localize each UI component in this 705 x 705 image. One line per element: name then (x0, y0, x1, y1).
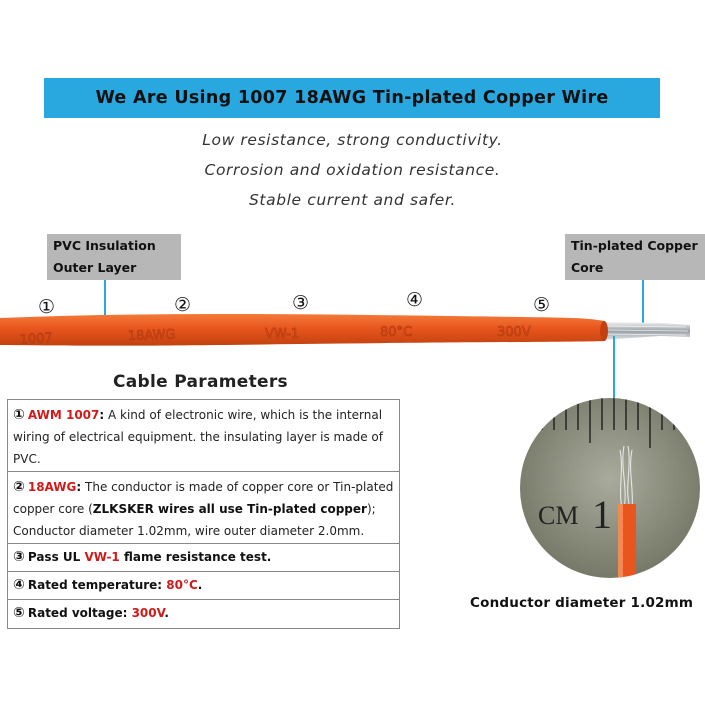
param-text-end: ); Conductor diameter 1.02mm, wire outer… (13, 502, 376, 538)
param-num: ④ (13, 577, 25, 593)
param-key: 300V (131, 606, 165, 620)
label-copper-core: Tin-plated Copper Core (565, 234, 705, 280)
cable-parameters-title: Cable Parameters (113, 372, 288, 392)
ruler-unit-label: CM (538, 501, 578, 530)
param-key: 18AWG (27, 480, 77, 494)
leader-line-core (642, 280, 644, 324)
param-key: AWM 1007 (27, 408, 100, 422)
param-post: . (197, 578, 203, 592)
param-key: 80°C (166, 578, 198, 592)
title-banner: We Are Using 1007 18AWG Tin-plated Coppe… (44, 78, 660, 118)
tagline-corrosion: Corrosion and oxidation resistance. (204, 161, 501, 179)
param-key: VW-1 (84, 550, 120, 564)
wire-print-1007: 1007 (19, 331, 53, 348)
label-pvc-line2: Outer Layer (53, 260, 137, 275)
tagline-safety: Stable current and safer. (248, 191, 456, 209)
label-pvc-line1: PVC Insulation (53, 238, 156, 253)
wire-illustration: 1007 18AWG VW-1 80°C 300V (0, 314, 690, 348)
wire-print-awg: 18AWG (128, 327, 176, 344)
param-post: flame resistance test. (119, 550, 272, 564)
wire-cut-end (600, 321, 608, 341)
marker-2: ② (174, 294, 192, 316)
leader-line-photo (613, 336, 615, 398)
conductor-diameter-caption: Conductor diameter 1.02mm (470, 595, 694, 611)
wire-print-vw1: VW-1 (265, 327, 299, 342)
param-num: ③ (13, 549, 25, 565)
param-sep: : (76, 480, 82, 494)
param-pre: Rated temperature: (27, 578, 167, 592)
param-num: ② (13, 479, 25, 495)
wire-print-voltage: 300V (497, 325, 531, 340)
wire-insulation (0, 314, 605, 346)
banner-title: We Are Using 1007 18AWG Tin-plated Coppe… (95, 88, 609, 108)
conductor-strands (619, 445, 633, 509)
ruler-digit-label: 1 (592, 492, 612, 537)
param-num: ⑤ (13, 605, 25, 621)
marker-3: ③ (292, 292, 310, 314)
param-sep: : (99, 408, 105, 422)
param-post: . (164, 606, 169, 620)
label-core-line2: Core (571, 260, 604, 275)
param-text: A kind of electronic wire, which is the … (13, 408, 383, 466)
conductor-closeup-photo: CM 1 (520, 398, 700, 578)
leader-line-insulation (104, 280, 106, 330)
marker-1: ① (38, 296, 56, 318)
param-num: ① (13, 407, 25, 423)
tagline-conductivity: Low resistance, strong conductivity. (202, 131, 503, 149)
marker-4: ④ (406, 289, 424, 311)
param-text-bold: ZLKSKER wires all use Tin-plated copper (92, 502, 367, 516)
param-text: The conductor is made of copper core or … (13, 480, 394, 516)
param-pre: Rated voltage: (27, 606, 132, 620)
label-pvc-insulation: PVC Insulation Outer Layer (47, 234, 181, 280)
wire-print-temp: 80°C (380, 325, 412, 340)
param-pre: Pass UL (27, 550, 85, 564)
label-core-line1: Tin-plated Copper (571, 238, 698, 253)
marker-5: ⑤ (533, 294, 551, 316)
